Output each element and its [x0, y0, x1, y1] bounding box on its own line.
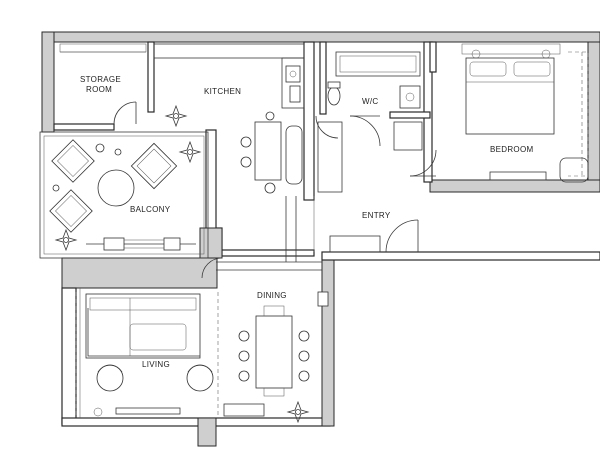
interior-walls — [53, 41, 437, 259]
storage-room: STORAGE ROOM — [59, 43, 147, 125]
living-dining: DINING LIVING — [75, 288, 329, 418]
toilet-icon — [327, 81, 341, 106]
chair-icon — [238, 330, 310, 382]
room-label-entry: ENTRY — [362, 211, 391, 220]
bedroom: BEDROOM — [409, 43, 589, 183]
corridor-lines — [216, 196, 322, 271]
bed-icon — [465, 57, 555, 135]
room-label-dining: DINING — [257, 291, 287, 300]
room-label-kitchen: KITCHEN — [204, 87, 241, 96]
room-label-storage-2: ROOM — [86, 85, 112, 94]
chair-icon — [240, 111, 276, 194]
balcony: BALCONY — [39, 131, 209, 259]
plant-icon — [54, 104, 310, 424]
room-label-living: LIVING — [142, 360, 170, 369]
sofa-icon — [85, 293, 201, 359]
hammock — [86, 237, 196, 251]
entry: ENTRY — [313, 196, 419, 253]
wc: W/C — [317, 51, 423, 193]
kitchen: KITCHEN — [153, 43, 305, 194]
door-swing-icon — [201, 115, 339, 279]
room-label-wc: W/C — [362, 97, 378, 106]
room-label-storage: STORAGE — [80, 75, 121, 84]
room-label-balcony: BALCONY — [130, 205, 171, 214]
room-label-bedroom: BEDROOM — [490, 145, 533, 154]
